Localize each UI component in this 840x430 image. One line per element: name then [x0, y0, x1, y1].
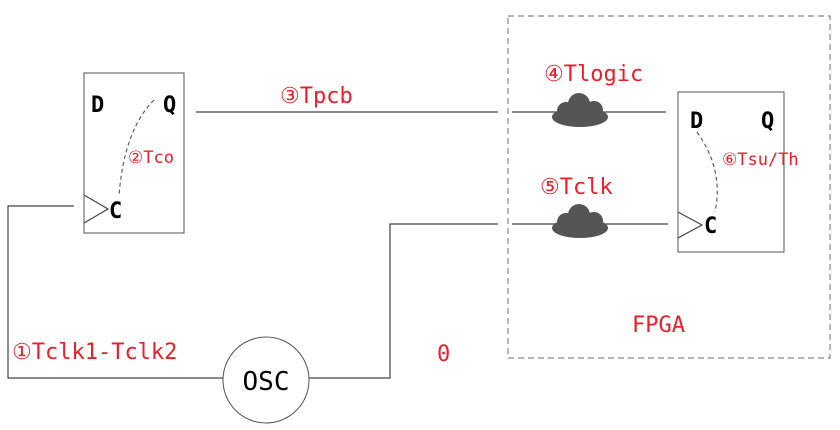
source-d-pin: D [91, 93, 104, 118]
source-clock-triangle [83, 194, 110, 224]
osc-circle [222, 336, 310, 424]
dest-c-pin: C [704, 214, 717, 239]
tco-dashed-arc [118, 99, 155, 197]
source-q-pin: Q [163, 93, 176, 118]
tsu-th-dashed-arc [696, 131, 718, 213]
tlogic-label: ④Tlogic [544, 62, 643, 87]
dest-clock-triangle [677, 211, 704, 239]
tclk-skew-label: ①Tclk1-Tclk2 [12, 340, 177, 365]
dest-flip-flop [677, 91, 785, 253]
source-flip-flop [83, 72, 185, 234]
tco-label: ②Tco [128, 148, 174, 168]
source-clock-wire [7, 205, 224, 379]
tclk-label: ⑤Tclk [540, 175, 613, 200]
osc-label: OSC [243, 367, 290, 397]
zero-label: 0 [437, 342, 450, 367]
tsu-th-label: ⑥Tsu/Th [722, 150, 799, 170]
dest-clock-wire [308, 223, 498, 379]
dest-d-pin: D [690, 109, 703, 134]
dest-q-pin: Q [761, 109, 774, 134]
fpga-boundary [507, 15, 831, 359]
tpcb-label: ③Tpcb [280, 84, 353, 109]
logic-cloud-icon [552, 93, 608, 127]
clock-cloud-icon [552, 204, 608, 238]
fpga-label: FPGA [632, 313, 685, 338]
source-c-pin: C [109, 199, 122, 224]
